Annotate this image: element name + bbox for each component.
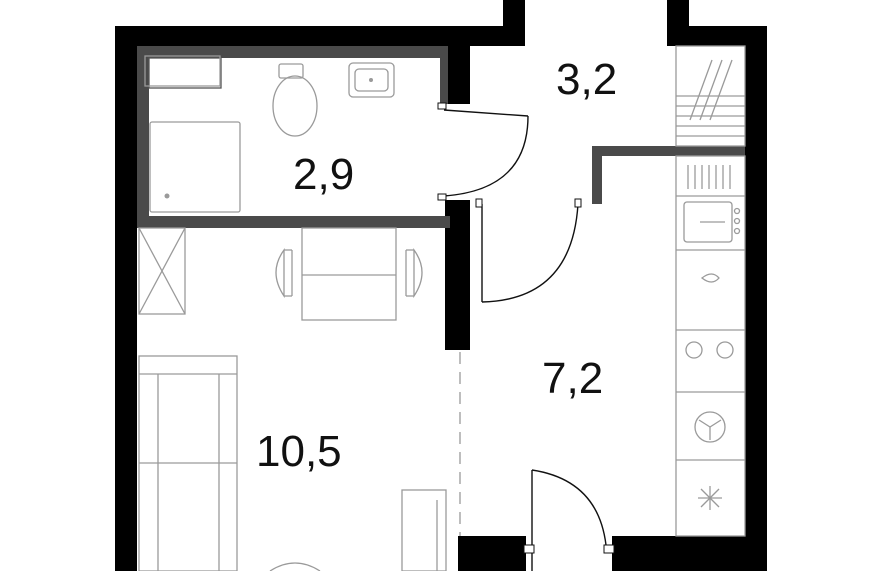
tv-cabinet-icon	[401, 489, 447, 571]
coffee-table-icon	[269, 562, 321, 571]
exterior-walls	[115, 0, 767, 571]
wall-bottom-left-stub	[458, 536, 526, 571]
room-area-hall: 3,2	[556, 55, 617, 104]
wall-right	[745, 26, 767, 571]
bathroom-wall-bottom	[137, 216, 450, 228]
kitchen-sink-icon	[683, 201, 741, 243]
washing-machine-icon	[144, 55, 222, 89]
kitchen-wall-top	[592, 146, 745, 156]
freezer-icon	[698, 486, 722, 510]
kitchen-wall-step	[592, 146, 602, 204]
dining-table-icon	[275, 227, 423, 321]
wardrobe-icon	[675, 45, 746, 147]
wall-center-pillar-top	[445, 46, 470, 104]
shower-tray-icon	[149, 121, 241, 213]
entrance-door	[523, 469, 615, 571]
room-area-living: 10,5	[256, 427, 342, 476]
wall-top-right	[667, 26, 767, 46]
bathroom-wall-right	[440, 46, 448, 104]
bathroom-fixtures	[144, 55, 395, 213]
bathroom-wall-top	[137, 46, 445, 58]
ventilation-shaft-icon	[138, 227, 186, 315]
bathroom-wall-left	[137, 46, 149, 228]
wall-top-left-stub	[503, 0, 525, 46]
partitions	[137, 46, 745, 228]
washer-icon	[694, 411, 726, 443]
room-area-bathroom: 2,9	[293, 150, 354, 199]
kitchen-door	[475, 198, 582, 303]
wall-bottom-right-stub	[612, 536, 745, 571]
bathroom-door	[437, 102, 529, 201]
sink-icon	[348, 62, 395, 98]
kitchen-counter	[675, 155, 746, 537]
sofa-icon	[138, 355, 238, 571]
wall-top-left	[115, 26, 525, 46]
dish-rack-icon	[687, 165, 731, 189]
wall-left	[115, 26, 137, 571]
faucet-icon	[700, 273, 720, 283]
cooktop-icon	[685, 341, 734, 359]
toilet-icon	[272, 63, 318, 137]
room-area-kitchen: 7,2	[542, 354, 603, 403]
